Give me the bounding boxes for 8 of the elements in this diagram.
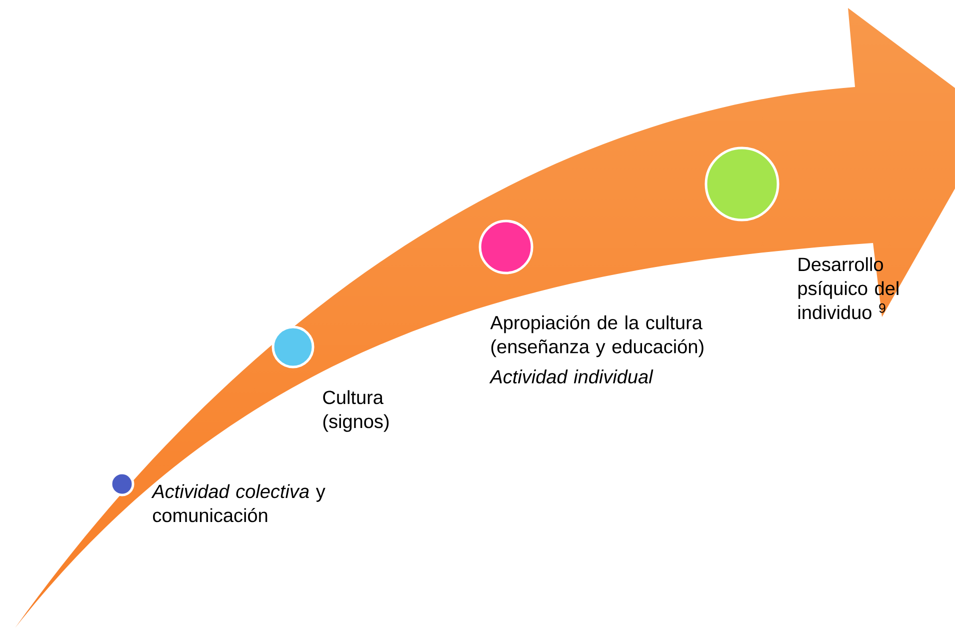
caption-text: Cultura (signos) bbox=[323, 390, 389, 432]
caption-text: Actividad colectiva y comunicación bbox=[151, 484, 326, 522]
caption-text: Actividad individual bbox=[489, 370, 654, 384]
circle-marker bbox=[704, 146, 780, 222]
circle-marker bbox=[272, 326, 314, 368]
circle-marker bbox=[478, 220, 534, 274]
circle-marker bbox=[110, 472, 134, 496]
caption-text: Apropiación de la cultura (enseñanza y educación) bbox=[490, 315, 704, 358]
